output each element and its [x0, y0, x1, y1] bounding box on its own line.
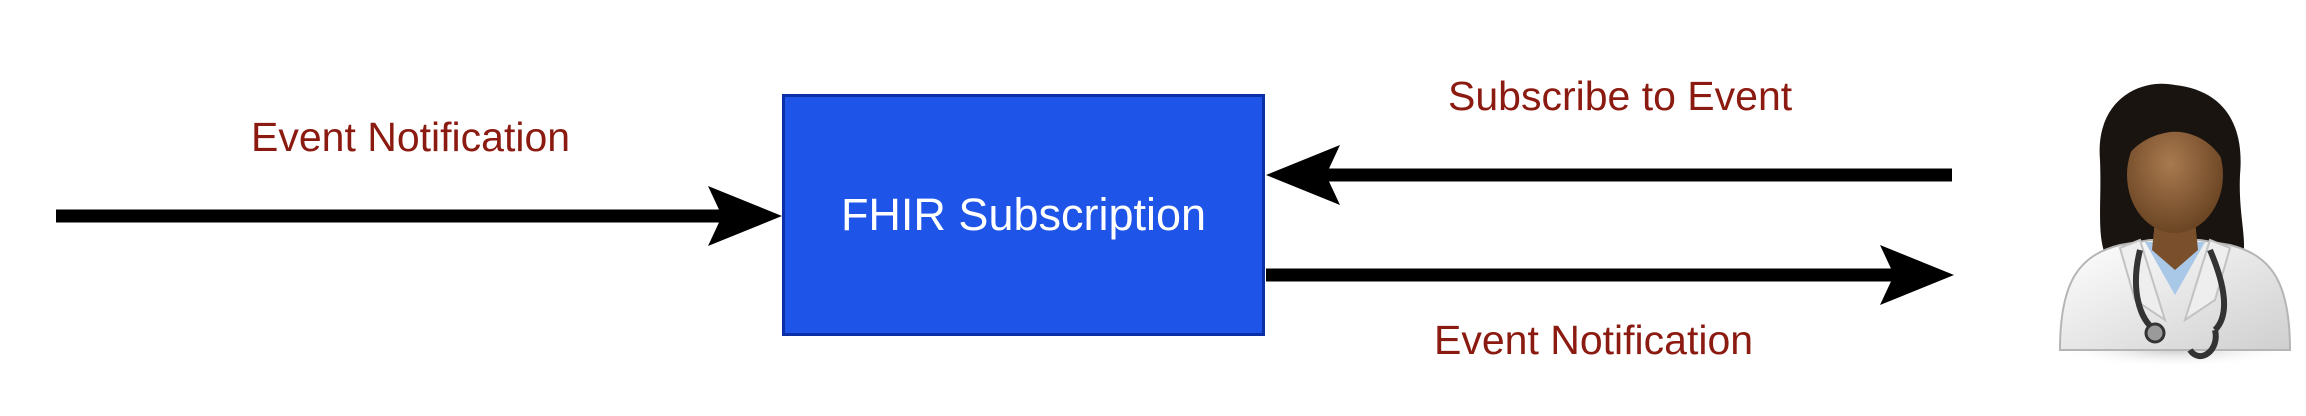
outgoing-event-label: Event Notification	[1434, 317, 1754, 363]
fhir-subscription-label: FHIR Subscription	[840, 189, 1207, 240]
fhir-subscription-box: FHIR Subscription	[782, 94, 1265, 336]
incoming-event-arrow	[56, 186, 782, 246]
subscribe-arrow	[1266, 145, 1952, 205]
subscribe-to-event-label: Subscribe to Event	[1448, 73, 1793, 119]
outgoing-notification-arrow	[1266, 245, 1954, 305]
doctor-avatar-icon	[2055, 83, 2295, 368]
incoming-event-label: Event Notification	[251, 114, 571, 160]
